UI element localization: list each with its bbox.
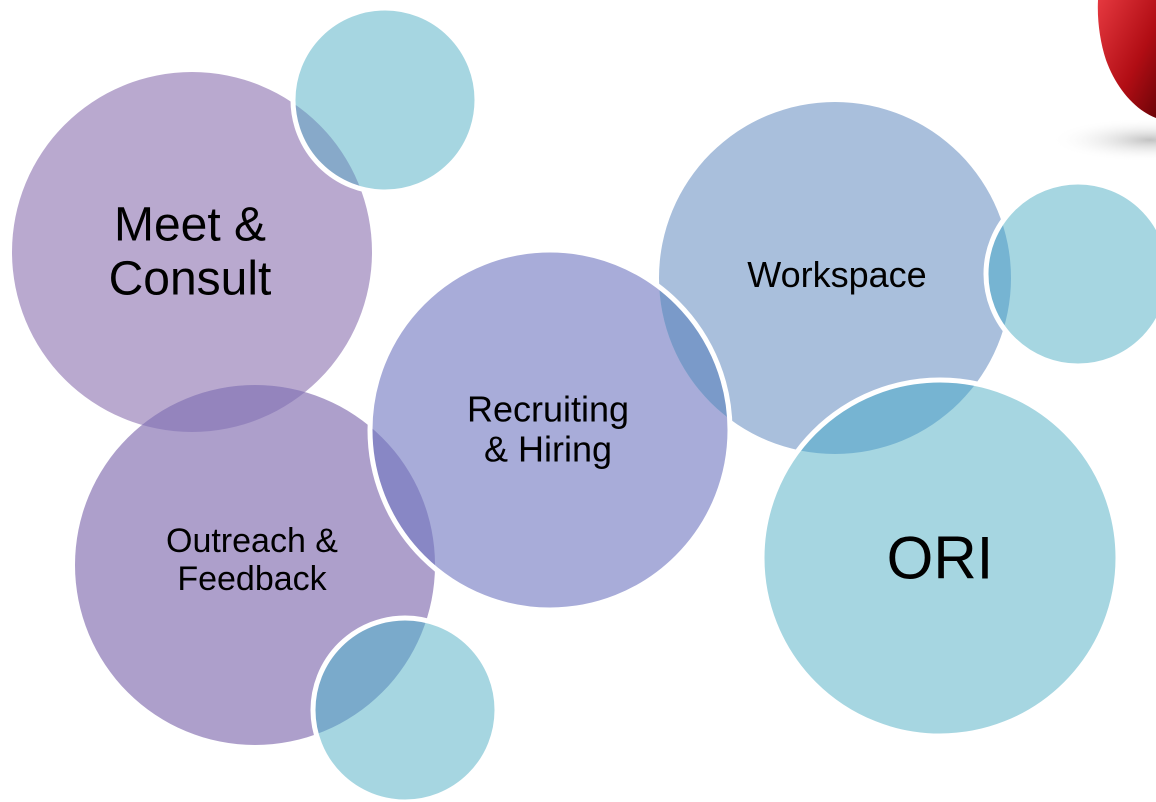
- red-swoosh-logo-icon: [1050, 0, 1156, 162]
- small-bubble-top: [293, 8, 477, 192]
- ori-bubble: [762, 380, 1118, 736]
- meet-consult-bubble: [12, 72, 372, 432]
- recruiting-hiring-bubble: [370, 250, 730, 610]
- small-bubble-right: [986, 182, 1156, 366]
- bubble-outlines: [290, 5, 1156, 802]
- workspace-bubble: [659, 102, 1011, 454]
